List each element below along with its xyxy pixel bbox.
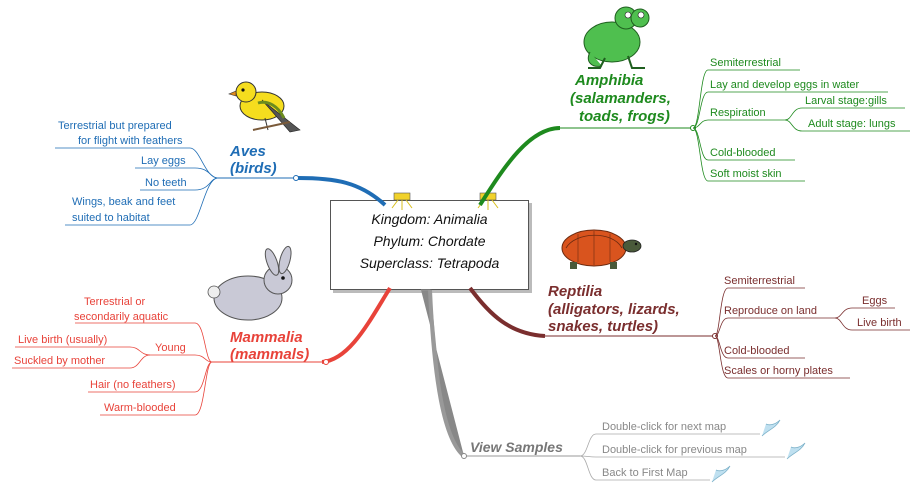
amphibia-leaf: Cold-blooded (710, 147, 775, 159)
reptilia-leaf: Semiterrestrial (724, 275, 795, 287)
branch-view-samples: View Samples Double-click for next map D… (421, 289, 806, 483)
link-arrow-icon[interactable] (711, 465, 731, 483)
mammalia-leaf: Terrestrial or (84, 296, 145, 308)
reptilia-leaf: Live birth (857, 317, 902, 329)
amphibia-title: Amphibia (574, 72, 643, 89)
amphibia-leaf: Respiration (710, 107, 766, 119)
reptilia-leaf: Reproduce on land (724, 305, 817, 317)
aves-leaf: for flight with feathers (78, 135, 183, 147)
link-arrow-icon[interactable] (786, 442, 806, 460)
amphibia-subtitle: (salamanders, (570, 90, 671, 107)
aves-leaf: Terrestrial but prepared (58, 120, 172, 132)
amphibia-leaf: Lay and develop eggs in water (710, 79, 860, 91)
mammalia-leaf: Live birth (usually) (18, 334, 107, 346)
central-superclass: Superclass: Tetrapoda (359, 255, 500, 271)
bird-icon (228, 81, 301, 133)
aves-leaf: Wings, beak and feet (72, 196, 175, 208)
mammalia-title: Mammalia (230, 329, 303, 346)
reptilia-subtitle: snakes, turtles) (548, 318, 658, 335)
aves-leaf: No teeth (145, 177, 187, 189)
mammalia-leaf: Suckled by mother (14, 355, 105, 367)
branch-mammalia: Mammalia (mammals) Terrestrial or second… (12, 286, 392, 416)
amphibia-leaf: Larval stage:gills (805, 95, 887, 107)
turtle-icon (561, 229, 642, 269)
mammalia-subtitle: (mammals) (230, 346, 309, 363)
amphibia-subtitle: toads, frogs) (579, 108, 670, 125)
aves-leaf: Lay eggs (141, 155, 186, 167)
reptilia-subtitle: (alligators, lizards, (548, 301, 680, 318)
mammalia-leaf: Hair (no feathers) (90, 379, 176, 391)
reptilia-leaf: Cold-blooded (724, 345, 789, 357)
aves-title: Aves (229, 143, 266, 160)
aves-subtitle: (birds) (230, 160, 277, 177)
central-phylum: Phylum: Chordate (373, 233, 486, 249)
mammalia-leaf: secondarily aquatic (74, 311, 169, 323)
reptilia-title: Reptilia (548, 283, 602, 300)
frog-icon (583, 6, 650, 69)
reptilia-leaf: Eggs (862, 295, 888, 307)
mammalia-leaf: Warm-blooded (104, 402, 176, 414)
branch-aves: Aves (birds) Terrestrial but prepared fo… (55, 120, 387, 226)
sample-link-next[interactable]: Double-click for next map (602, 421, 726, 433)
amphibia-leaf: Adult stage: lungs (808, 118, 896, 130)
central-kingdom: Kingdom: Animalia (371, 211, 488, 227)
central-topic[interactable]: Kingdom: Animalia Phylum: Chordate Super… (330, 200, 529, 290)
lamp-icon (391, 192, 413, 210)
view-samples-title[interactable]: View Samples (470, 439, 563, 455)
rabbit-icon (207, 245, 293, 321)
reptilia-leaf: Scales or horny plates (724, 365, 833, 377)
amphibia-leaf: Semiterrestrial (710, 57, 781, 69)
link-arrow-icon[interactable] (761, 419, 781, 437)
sample-link-previous[interactable]: Double-click for previous map (602, 444, 747, 456)
mammalia-leaf: Young (155, 342, 186, 354)
amphibia-leaf: Soft moist skin (710, 168, 782, 180)
branch-amphibia: Amphibia (salamanders, toads, frogs) Sem… (478, 57, 910, 207)
branch-reptilia: Reptilia (alligators, lizards, snakes, t… (468, 275, 910, 379)
sample-link-first[interactable]: Back to First Map (602, 467, 688, 479)
aves-leaf: suited to habitat (72, 212, 150, 224)
